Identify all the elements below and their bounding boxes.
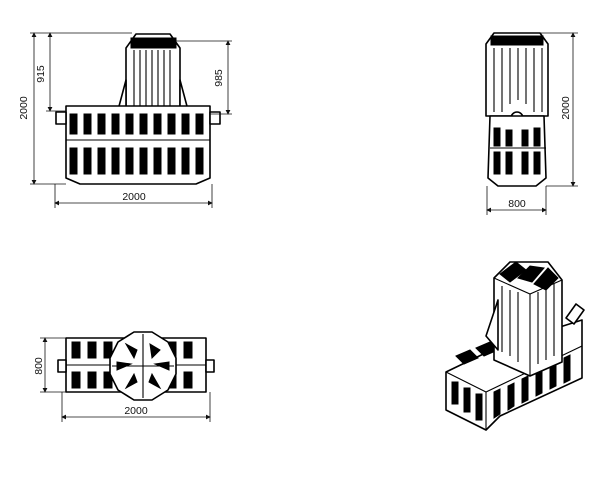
front-body-ribs <box>69 113 204 175</box>
front-neck-ribs <box>133 50 171 110</box>
front-neck-label-left: 915 <box>35 65 47 83</box>
isometric-view <box>445 261 585 431</box>
side-height-label: 2000 <box>560 96 572 120</box>
front-view: 2000 915 985 2000 <box>18 32 232 208</box>
front-outlet-pipe <box>209 111 221 125</box>
top-depth-label: 800 <box>33 357 45 375</box>
iso-lid <box>499 261 559 291</box>
side-view: 2000 800 <box>485 32 578 215</box>
top-width-label: 2000 <box>124 405 148 417</box>
front-width-label: 2000 <box>122 191 146 203</box>
iso-outlet-pipe <box>565 303 585 325</box>
side-lid <box>490 35 544 46</box>
front-neck-label-right: 985 <box>213 69 225 87</box>
front-height-label: 2000 <box>18 96 30 120</box>
front-lid <box>130 37 177 49</box>
front-inlet-pipe <box>55 111 67 125</box>
side-width-label: 800 <box>508 198 526 210</box>
side-body <box>487 115 547 187</box>
top-view: 800 2000 <box>33 331 215 422</box>
